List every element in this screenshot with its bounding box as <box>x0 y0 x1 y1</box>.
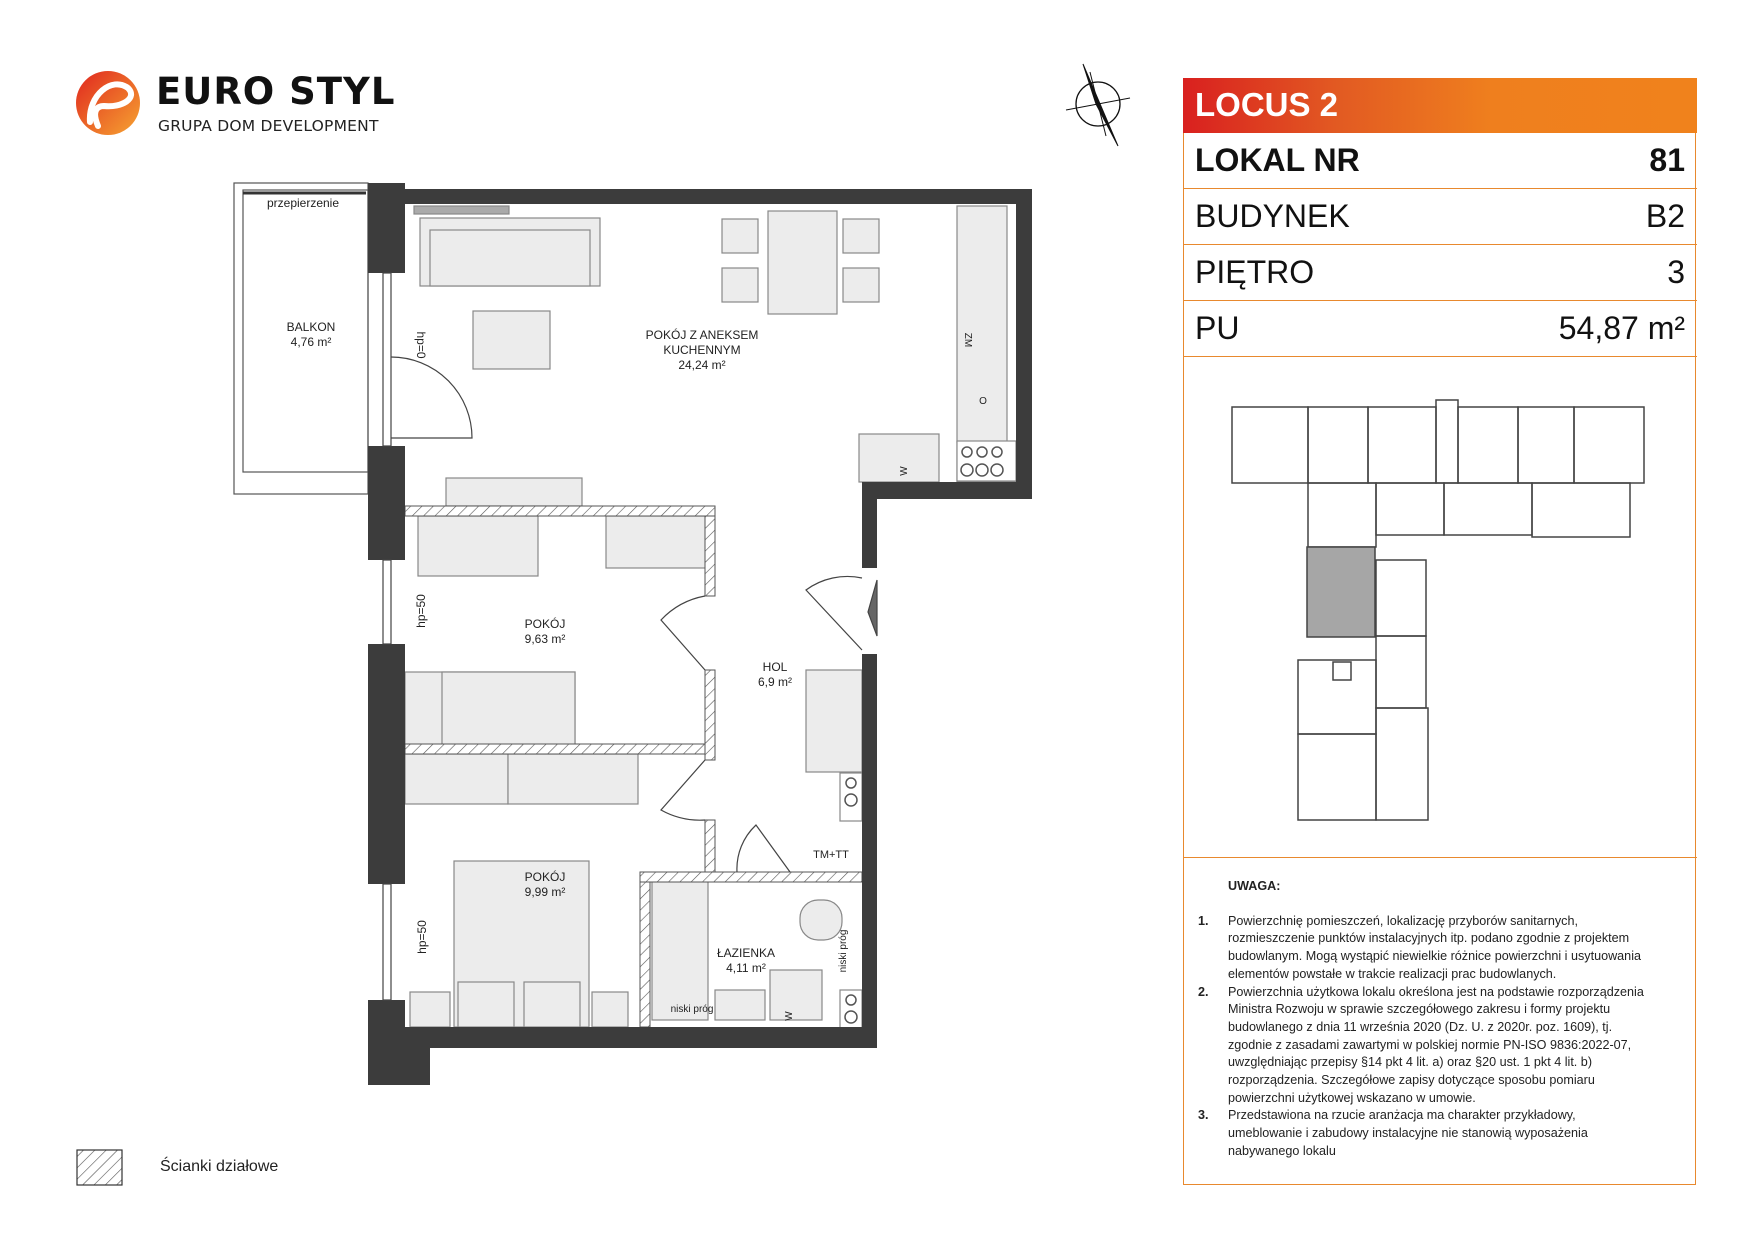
low-threshold-label: niski próg <box>838 930 849 973</box>
balcony-name: BALKON <box>287 320 336 334</box>
low-threshold-label: niski próg <box>671 1004 714 1015</box>
tm-tt-label: TM+TT <box>813 849 849 861</box>
info-label: PIĘTRO <box>1195 254 1315 290</box>
note-line: Powierzchnię pomieszczeń, lokalizację pr… <box>1228 913 1578 928</box>
note-line: budowlanego z dnia 11 września 2020 (Dz.… <box>1228 1019 1613 1034</box>
note-number: 2. <box>1198 984 1209 999</box>
balcony-note: przepierzenie <box>267 196 339 210</box>
washer-label: W <box>784 1011 795 1021</box>
note-item: 2. Powierzchnia użytkowa lokalu określon… <box>1196 984 1686 1108</box>
structural-walls <box>368 183 1032 1085</box>
info-label: BUDYNEK <box>1195 198 1350 234</box>
logo-mark <box>76 71 140 135</box>
note-line: rozporządzenia. Szczegółowe zapisy dotyc… <box>1228 1073 1595 1088</box>
info-row-unit: LOKAL NR 81 <box>1183 133 1697 189</box>
bathroom-area: 4,11 m² <box>726 961 766 975</box>
project-header: LOCUS 2 <box>1183 78 1697 133</box>
note-line: Powierzchnia użytkowa lokalu określona j… <box>1228 984 1644 999</box>
note-line: rozmieszczenie punktów instalacyjnych it… <box>1228 931 1630 946</box>
oven-label: O <box>979 396 987 407</box>
project-name: LOCUS 2 <box>1195 86 1339 123</box>
note-line: elementów powstałe w trakcie realizacji … <box>1228 966 1557 981</box>
info-row-area: PU 54,87 m² <box>1183 301 1697 357</box>
note-line: powierzchni użytkowej wskazano w umowie. <box>1228 1090 1476 1105</box>
note-line: Przedstawiona na rzucie aranżacja ma cha… <box>1228 1108 1576 1123</box>
info-panel <box>1183 78 1696 1185</box>
room1-name: POKÓJ <box>525 616 566 631</box>
note-line: zgodnie z zasadami zawartymi w polskiej … <box>1228 1037 1632 1052</box>
key-plan <box>1231 399 1645 821</box>
room1-area: 9,63 m² <box>525 632 566 646</box>
info-row-building: BUDYNEK B2 <box>1183 189 1697 245</box>
partition-legend-swatch <box>76 1149 123 1186</box>
note-number: 1. <box>1198 913 1209 928</box>
info-value: B2 <box>1645 198 1685 234</box>
room2-area: 9,99 m² <box>525 885 566 899</box>
washer-label: W <box>899 466 910 476</box>
partition-walls <box>404 505 863 1028</box>
living-room-name: POKÓJ Z ANEKSEM <box>646 327 759 342</box>
living-room-area: 24,24 m² <box>678 358 725 372</box>
info-value: 54,87 m² <box>1558 310 1685 346</box>
living-room-name-2: KUCHENNYM <box>663 343 740 357</box>
info-row-floor: PIĘTRO 3 <box>1183 245 1697 301</box>
note-line: umeblowanie i zabudowy instalacyjne nie … <box>1228 1126 1588 1141</box>
notes: UWAGA: 1. Powierzchnię pomieszczeń, loka… <box>1196 878 1686 1161</box>
balcony <box>233 182 369 495</box>
sill-height-label: hp=50 <box>414 594 428 628</box>
note-line: uwzględniając przepisy §14 pkt 4 lit. a)… <box>1228 1055 1593 1070</box>
logo-title: EURO STYL <box>156 70 396 113</box>
stove-burners-icon <box>844 446 1004 1024</box>
note-line: nabywanego lokalu <box>1228 1143 1336 1158</box>
info-value: 81 <box>1649 142 1685 178</box>
notes-heading: UWAGA: <box>1228 879 1281 893</box>
note-item: 3. Przedstawiona na rzucie aranżacja ma … <box>1196 1107 1686 1160</box>
note-item: 1. Powierzchnię pomieszczeń, lokalizację… <box>1196 913 1686 984</box>
windows-doors <box>382 272 878 1001</box>
note-number: 3. <box>1198 1108 1209 1123</box>
bathroom-name: ŁAZIENKA <box>717 946 775 960</box>
info-value: 3 <box>1667 254 1685 290</box>
balcony-area: 4,76 m² <box>291 335 332 349</box>
hall-name: HOL <box>763 660 788 674</box>
sill-height-label: hp=0 <box>414 331 428 358</box>
north-arrow-icon <box>1065 63 1131 147</box>
hall-area: 6,9 m² <box>758 675 792 689</box>
note-line: budowlanym. Mogą wystąpić niewielkie róż… <box>1228 949 1641 964</box>
sill-height-label: hp=50 <box>415 920 429 954</box>
note-line: Ministra Rozwoju w sprawie szczegółowego… <box>1228 1002 1611 1017</box>
logo-subtitle: GRUPA DOM DEVELOPMENT <box>158 117 379 135</box>
dishwasher-label: ZM <box>962 333 973 347</box>
legend-partition-walls: Ścianki działowe <box>160 1158 279 1175</box>
info-label: PU <box>1195 310 1240 346</box>
room2-name: POKÓJ <box>525 869 566 884</box>
info-label: LOKAL NR <box>1195 142 1360 178</box>
divider <box>1183 857 1697 858</box>
